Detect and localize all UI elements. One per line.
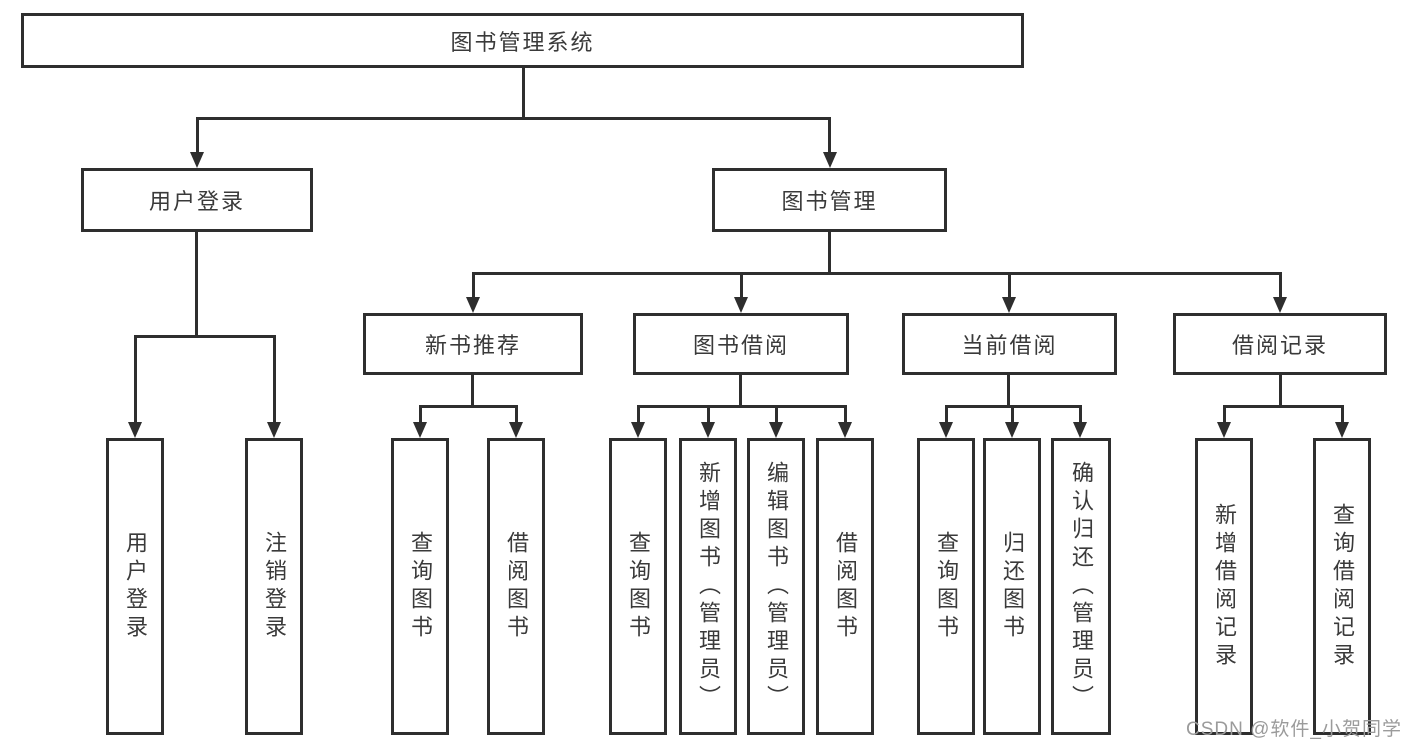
leaf-borrow-query-book-label: 查询图书 [626,530,651,643]
connector-vline [1008,272,1011,300]
leaf-borrow-edit-book-admin: 编辑图书（管理员） [747,438,805,735]
leaf-borrow-edit-book-admin-label: 编辑图书（管理员） [764,460,789,713]
leaf-user-login-label: 用户登录 [123,530,148,643]
connector-vline [1341,405,1344,425]
connector-vline [273,335,276,425]
connector-vline [1079,405,1082,425]
connector-hline [419,405,517,408]
connector-vline [471,375,474,408]
node-book-borrow: 图书借阅 [633,313,849,375]
connector-vline [637,405,640,425]
arrow-down-icon [509,422,523,438]
node-user-login: 用户登录 [81,168,313,232]
leaf-record-query-record: 查询借阅记录 [1313,438,1371,735]
connector-hline [472,272,1282,275]
arrow-down-icon [939,422,953,438]
connector-vline [707,405,710,425]
connector-vline [1011,405,1014,425]
leaf-borrow-borrow-book: 借阅图书 [816,438,874,735]
arrow-down-icon [128,422,142,438]
connector-vline [195,232,198,338]
connector-vline [522,68,525,119]
connector-vline [134,335,137,425]
leaf-borrow-add-book-admin: 新增图书（管理员） [679,438,737,735]
arrow-down-icon [701,422,715,438]
connector-vline [828,117,831,155]
leaf-recommend-query-book-label: 查询图书 [408,530,433,643]
connector-vline [828,232,831,275]
arrow-down-icon [1005,422,1019,438]
arrow-down-icon [769,422,783,438]
node-current-borrow: 当前借阅 [902,313,1117,375]
leaf-recommend-borrow-book: 借阅图书 [487,438,545,735]
leaf-borrow-add-book-admin-label: 新增图书（管理员） [696,460,721,713]
arrow-down-icon [734,297,748,313]
connector-hline [196,117,831,120]
leaf-current-confirm-return-admin-label: 确认归还（管理员） [1069,460,1094,713]
connector-vline [472,272,475,300]
leaf-current-query-book-label: 查询图书 [934,530,959,643]
leaf-current-confirm-return-admin: 确认归还（管理员） [1051,438,1111,735]
connector-vline [419,405,422,425]
leaf-logout-login: 注销登录 [245,438,303,735]
arrow-down-icon [1335,422,1349,438]
connector-hline [1223,405,1343,408]
connector-vline [945,405,948,425]
leaf-record-add-record-label: 新增借阅记录 [1212,502,1237,671]
arrow-down-icon [631,422,645,438]
connector-vline [1279,375,1282,408]
leaf-current-return-book: 归还图书 [983,438,1041,735]
leaf-borrow-query-book: 查询图书 [609,438,667,735]
connector-vline [844,405,847,425]
node-book-management: 图书管理 [712,168,947,232]
arrow-down-icon [1273,297,1287,313]
leaf-logout-login-label: 注销登录 [262,530,287,643]
arrow-down-icon [823,152,837,168]
leaf-current-query-book: 查询图书 [917,438,975,735]
connector-hline [637,405,846,408]
arrow-down-icon [466,297,480,313]
connector-vline [1223,405,1226,425]
connector-vline [775,405,778,425]
arrow-down-icon [1073,422,1087,438]
connector-vline [740,272,743,300]
arrow-down-icon [267,422,281,438]
leaf-current-return-book-label: 归还图书 [1000,530,1025,643]
arrow-down-icon [1002,297,1016,313]
connector-vline [1007,375,1010,408]
connector-vline [515,405,518,425]
watermark: CSDN @软件_小贺同学 [1186,719,1402,740]
arrow-down-icon [1217,422,1231,438]
node-new-book-recommend: 新书推荐 [363,313,583,375]
connector-vline [1279,272,1282,300]
connector-vline [196,117,199,155]
arrow-down-icon [413,422,427,438]
leaf-recommend-query-book: 查询图书 [391,438,449,735]
leaf-record-add-record: 新增借阅记录 [1195,438,1253,735]
leaf-record-query-record-label: 查询借阅记录 [1330,502,1355,671]
arrow-down-icon [838,422,852,438]
arrow-down-icon [190,152,204,168]
node-borrow-records: 借阅记录 [1173,313,1387,375]
leaf-user-login: 用户登录 [106,438,164,735]
leaf-borrow-borrow-book-label: 借阅图书 [833,530,858,643]
connector-hline [134,335,276,338]
connector-vline [739,375,742,408]
node-library-management-system: 图书管理系统 [21,13,1024,68]
leaf-recommend-borrow-book-label: 借阅图书 [504,530,529,643]
